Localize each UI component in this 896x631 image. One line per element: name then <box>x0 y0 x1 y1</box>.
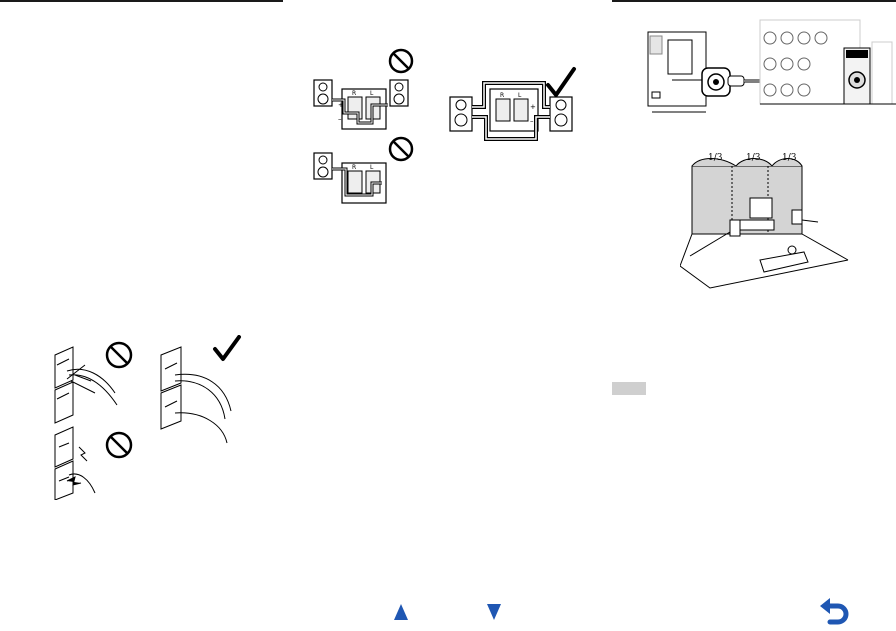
receiver-rear-panel <box>759 19 896 105</box>
subwoofer-placement-figure: 1/3 1/3 1/3 <box>680 148 860 298</box>
fraction-labels: 1/3 1/3 1/3 <box>708 153 797 163</box>
svg-text:R: R <box>352 164 356 171</box>
svg-text:L: L <box>370 164 374 171</box>
svg-text:R: R <box>500 92 504 99</box>
svg-text:L: L <box>370 90 374 97</box>
header-rule-right <box>612 0 896 2</box>
svg-text:–: – <box>338 115 342 123</box>
return-button[interactable] <box>818 598 850 626</box>
svg-text:1/3: 1/3 <box>746 153 761 163</box>
triangle-up-icon <box>394 604 408 620</box>
tv-and-speakers <box>689 197 819 257</box>
prev-page-button[interactable] <box>393 603 409 621</box>
svg-text:+: + <box>530 103 536 111</box>
prohibited-icon <box>105 431 133 459</box>
speaker-wiring-figure: R L + – R L + – <box>300 45 590 220</box>
wiring-example-correct: R L + – <box>449 81 573 141</box>
header-rule-left <box>0 0 283 2</box>
triangle-down-icon <box>487 604 501 620</box>
svg-text:L: L <box>518 92 522 99</box>
checkmark-icon <box>546 67 576 97</box>
return-arrow-icon <box>820 598 849 625</box>
terminal-prohibited-short <box>54 426 96 500</box>
prohibited-icon <box>388 136 414 162</box>
rca-jack-callout <box>701 67 731 97</box>
subwoofer-connection-figure <box>612 18 896 138</box>
next-page-button[interactable] <box>486 603 502 621</box>
svg-text:1/3: 1/3 <box>708 153 723 163</box>
wiring-example-prohibited-2: R L <box>313 152 387 204</box>
svg-text:+: + <box>338 101 344 109</box>
terminal-correct <box>160 346 232 444</box>
terminal-prohibited-frayed <box>54 346 118 424</box>
svg-text:–: – <box>530 117 534 125</box>
prohibited-icon <box>105 341 133 369</box>
prohibited-icon <box>388 48 414 74</box>
svg-text:R: R <box>352 90 356 97</box>
wiring-example-prohibited-1: R L + – <box>313 79 409 130</box>
sofa <box>759 245 809 273</box>
checkmark-icon <box>213 335 241 361</box>
subwoofer-unit <box>647 31 707 113</box>
speaker-terminal-figure <box>45 335 245 500</box>
svg-text:1/3: 1/3 <box>782 153 797 163</box>
note-label-box <box>612 382 646 395</box>
